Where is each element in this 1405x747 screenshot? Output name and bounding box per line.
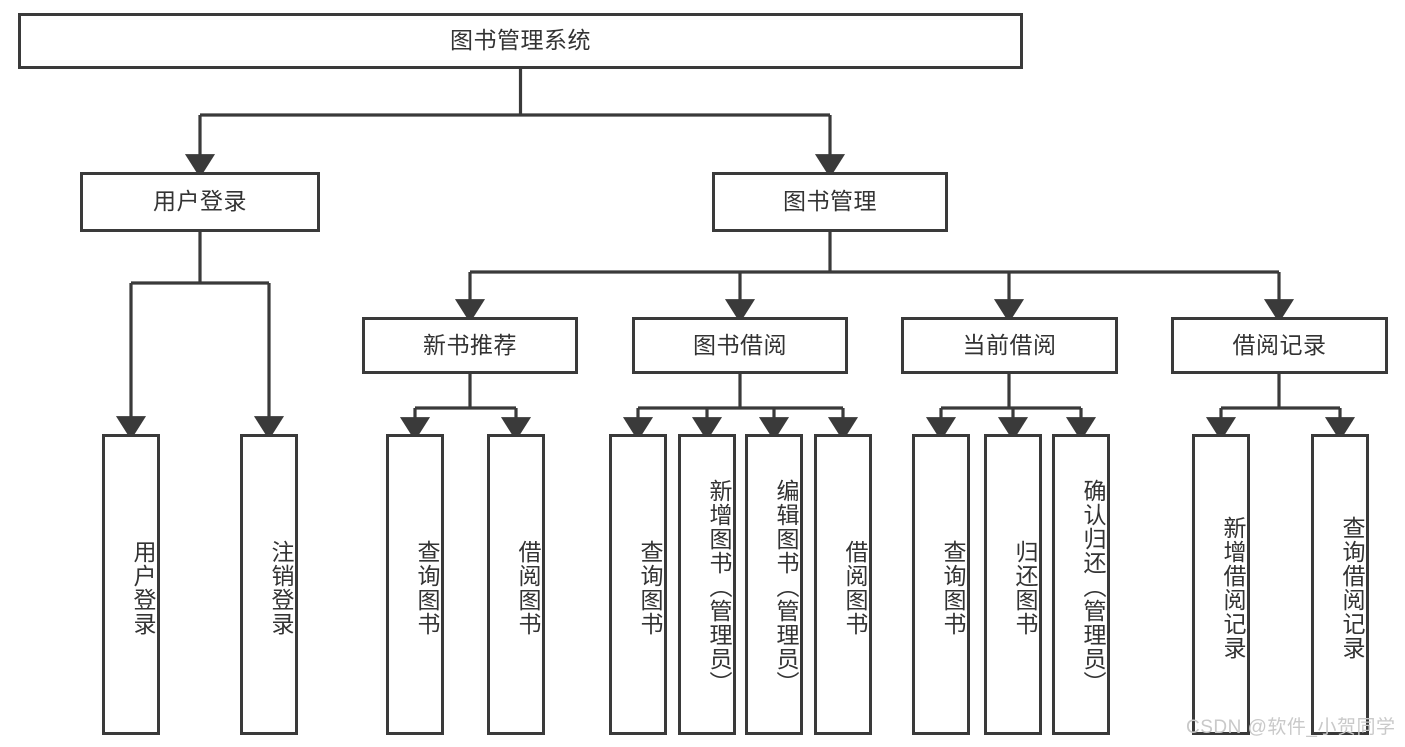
- node-leaf-query-book-borrow[interactable]: 查询图书: [609, 434, 667, 735]
- csdn-watermark: CSDN @软件_小贺同学: [1186, 717, 1396, 738]
- node-leaf-confirm-return-admin[interactable]: 确认归还（管理员）: [1052, 434, 1110, 735]
- node-borrow-record[interactable]: 借阅记录: [1171, 317, 1388, 374]
- node-leaf-borrow-book-recommend[interactable]: 借阅图书: [487, 434, 545, 735]
- node-root-book-management-system[interactable]: 图书管理系统: [18, 13, 1023, 69]
- node-current-borrow[interactable]: 当前借阅: [901, 317, 1118, 374]
- node-leaf-query-book-recommend[interactable]: 查询图书: [386, 434, 444, 735]
- node-user-login[interactable]: 用户登录: [80, 172, 320, 232]
- node-leaf-add-book-admin[interactable]: 新增图书（管理员）: [678, 434, 736, 735]
- node-leaf-query-book-current[interactable]: 查询图书: [912, 434, 970, 735]
- node-book-management[interactable]: 图书管理: [712, 172, 948, 232]
- node-leaf-logout-login[interactable]: 注销登录: [240, 434, 298, 735]
- node-leaf-query-borrow-record[interactable]: 查询借阅记录: [1311, 434, 1369, 735]
- node-leaf-user-login[interactable]: 用户登录: [102, 434, 160, 735]
- node-leaf-borrow-book-borrow[interactable]: 借阅图书: [814, 434, 872, 735]
- node-book-borrow[interactable]: 图书借阅: [632, 317, 848, 374]
- node-leaf-edit-book-admin[interactable]: 编辑图书（管理员）: [745, 434, 803, 735]
- node-leaf-return-book[interactable]: 归还图书: [984, 434, 1042, 735]
- node-leaf-add-borrow-record[interactable]: 新增借阅记录: [1192, 434, 1250, 735]
- node-new-book-recommend[interactable]: 新书推荐: [362, 317, 578, 374]
